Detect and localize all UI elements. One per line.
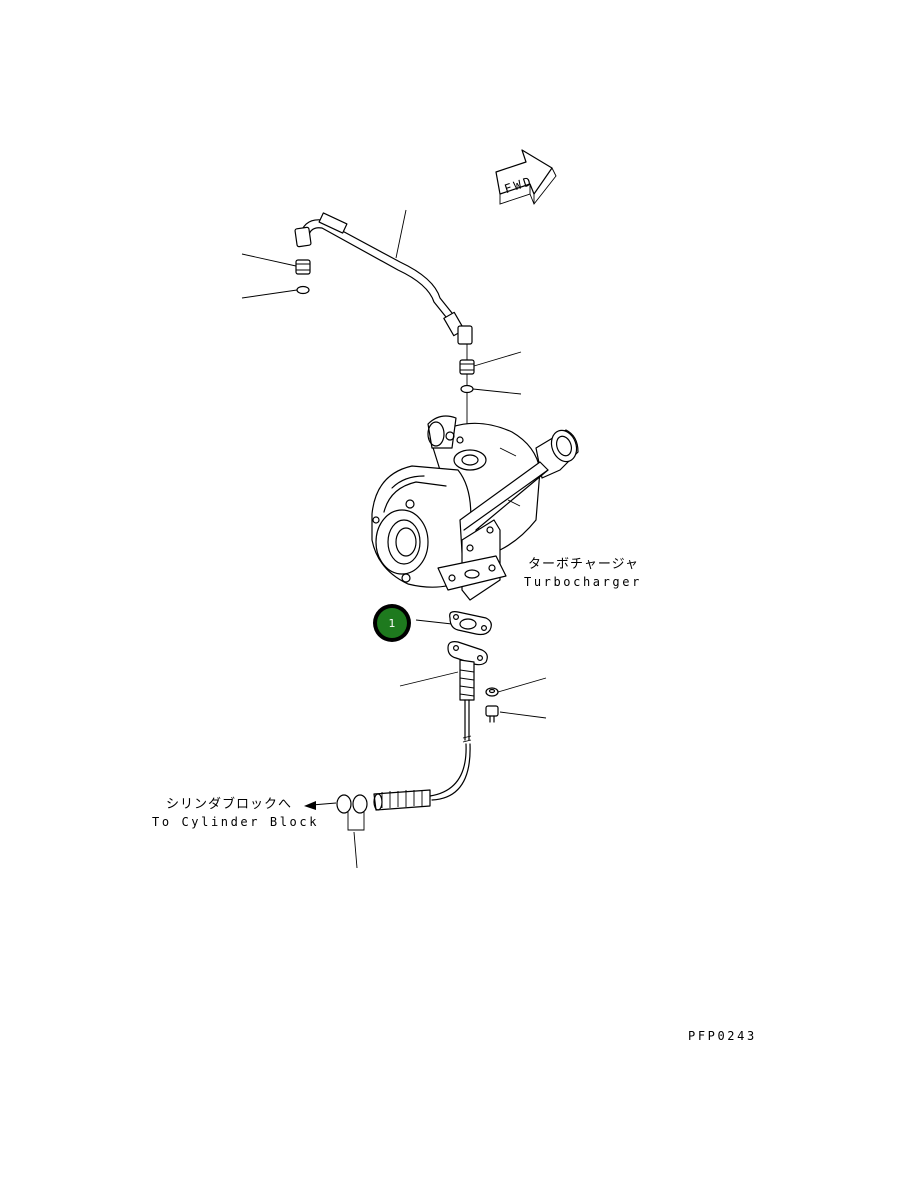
fwd-arrow-icon: FWD [495, 149, 557, 205]
turbocharger-label-jp: ターボチャージャ [528, 557, 639, 572]
turbocharger [371, 415, 579, 601]
leader-lines [241, 209, 547, 869]
oil-supply-tube [294, 212, 473, 345]
upper-left-fittings [295, 259, 311, 295]
callout-1[interactable]: 1 [373, 604, 411, 642]
cylinder-block-label-jp: シリンダブロックへ [166, 796, 292, 812]
to-cylinder-arrow-icon [304, 801, 337, 810]
drain-gasket [449, 611, 492, 636]
cylinder-block-label-en: To Cylinder Block [152, 815, 319, 829]
drain-pipe [373, 641, 488, 811]
callout-number: 1 [389, 617, 396, 630]
hose-clamps [336, 794, 368, 831]
drain-bolt-washer [485, 687, 499, 723]
turbocharger-label-en: Turbocharger [524, 575, 642, 589]
drawing-code: PFP0243 [688, 1029, 757, 1043]
